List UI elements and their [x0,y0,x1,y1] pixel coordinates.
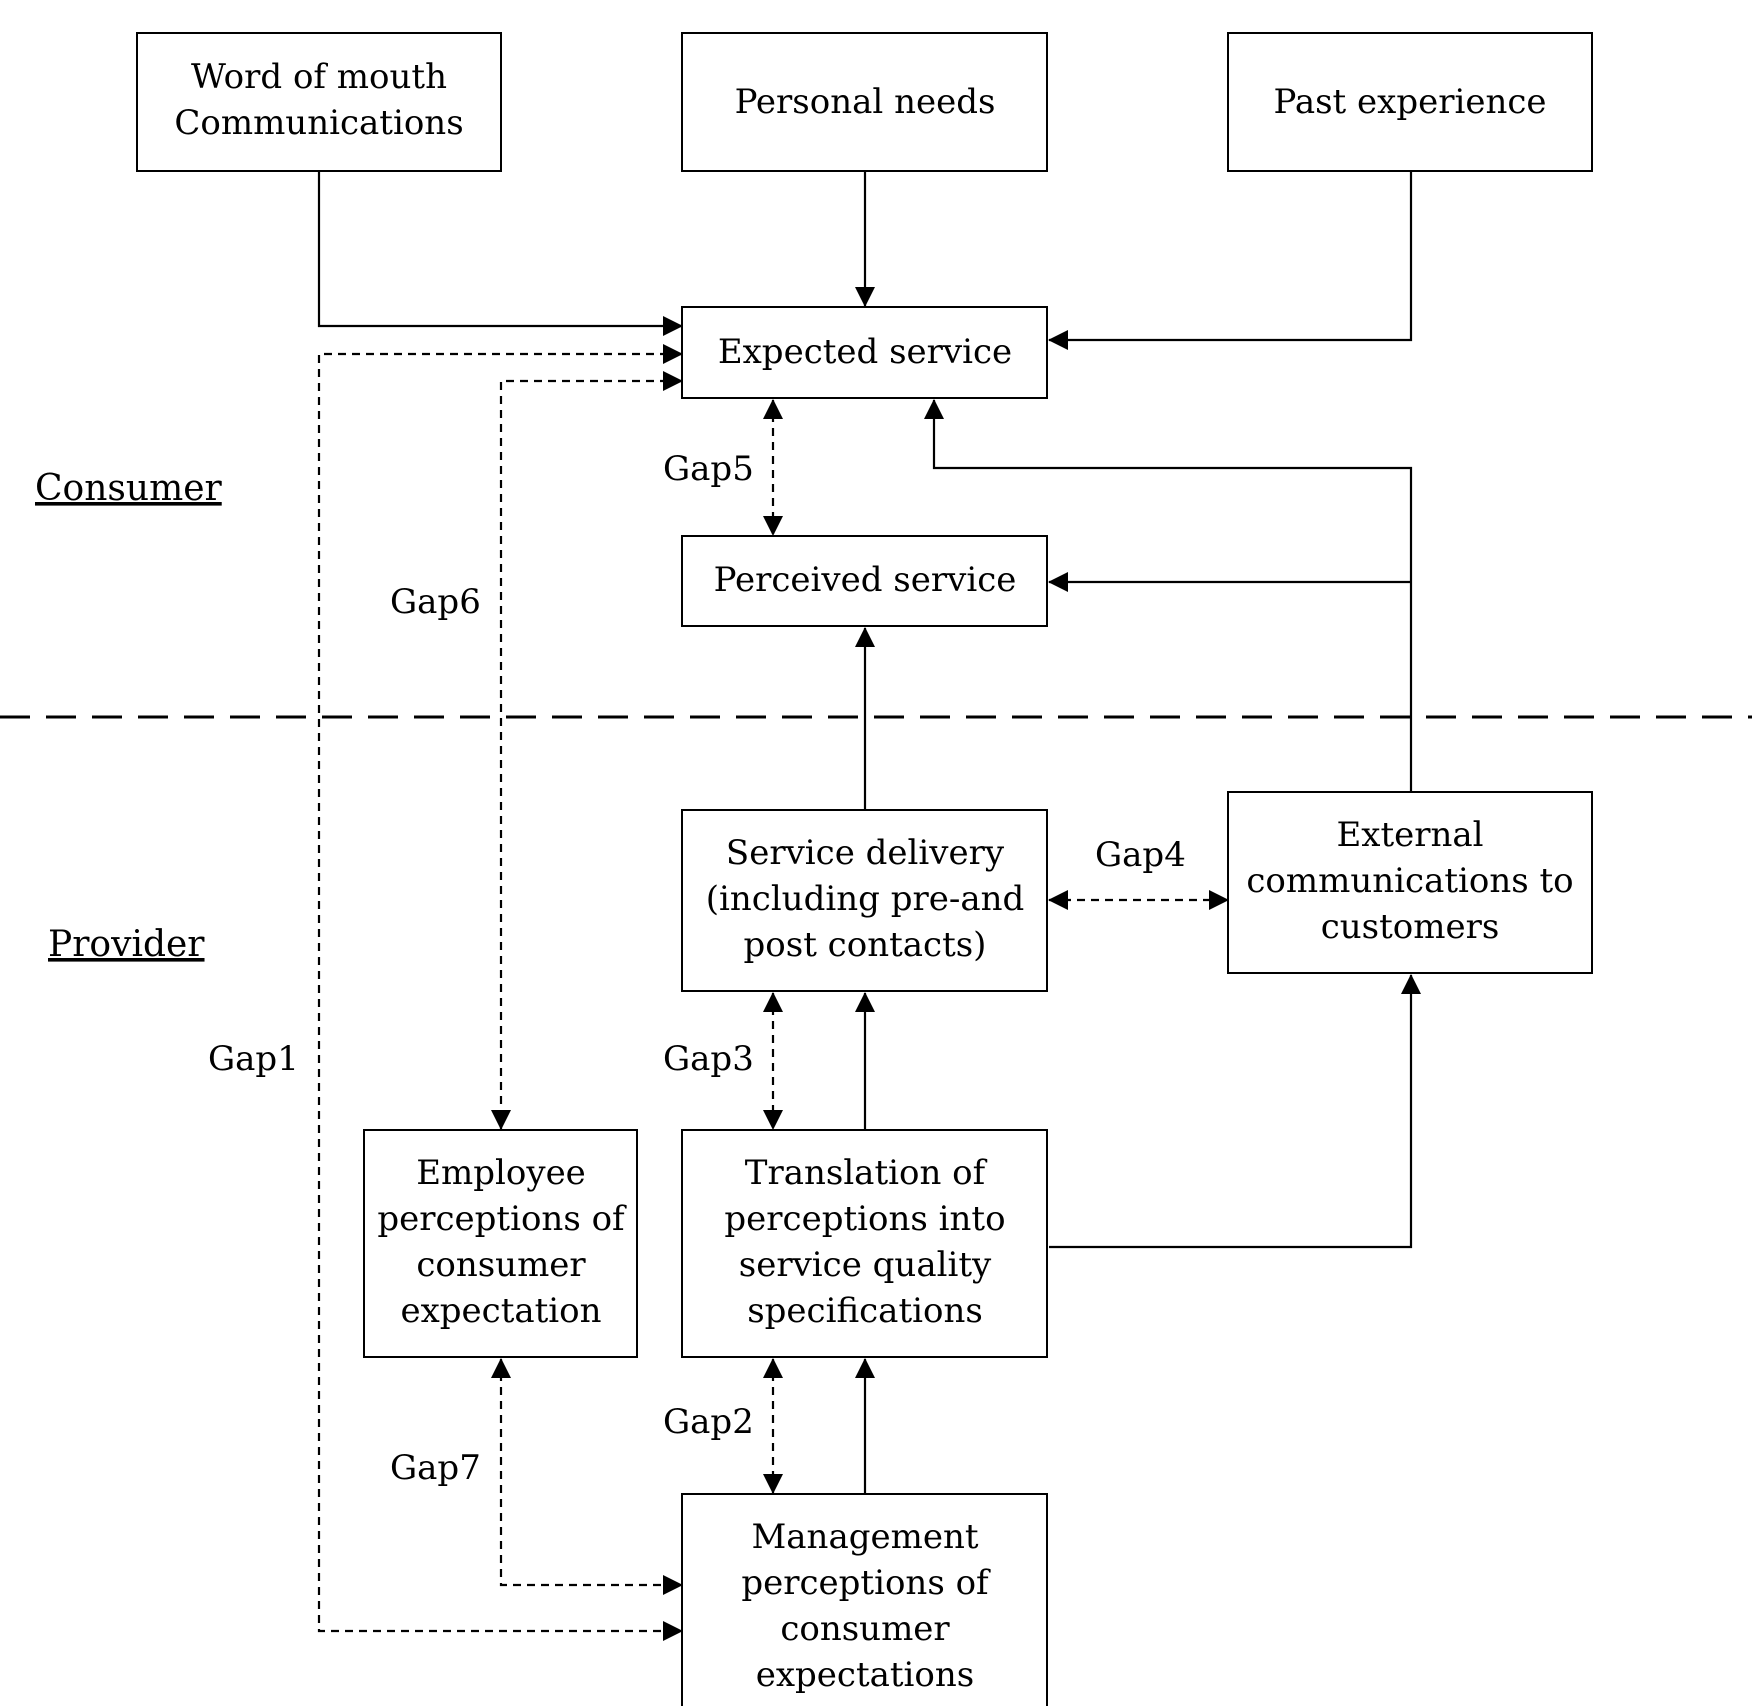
perceived-service-label: Perceived service [714,560,1017,600]
translation-line-3: service quality [739,1245,992,1285]
service-delivery-line-1: Service delivery [726,833,1005,873]
service-delivery-line-2: (including pre-and [706,879,1025,919]
box-expected-service: Expected service [681,306,1048,399]
employee-perceptions-line-2: perceptions of [377,1199,627,1239]
management-perceptions-line-1: Management [751,1517,978,1557]
employee-perceptions-line-4: expectation [400,1291,601,1331]
word-of-mouth-line-1: Word of mouth [191,57,447,97]
gap5-label: Gap5 [663,449,754,489]
solid-connectors [317,172,1421,1494]
box-translation: Translation of perceptions into service … [681,1129,1048,1358]
word-of-mouth-line-2: Communications [174,103,463,143]
past-experience-label: Past experience [1273,82,1546,122]
gap6-label: Gap6 [390,582,481,622]
box-service-delivery: Service delivery (including pre-and post… [681,809,1048,992]
box-perceived-service: Perceived service [681,535,1048,627]
gap3-label: Gap3 [663,1039,754,1079]
gap7-connector [491,1358,683,1595]
service-delivery-line-3: post contacts) [744,925,987,965]
external-communications-line-1: External [1336,815,1483,855]
dashed-gap-connectors [317,344,1229,1641]
employee-perceptions-line-3: consumer [416,1245,586,1285]
gap4-label: Gap4 [1095,835,1186,875]
arrow-word-of-mouth-to-expected [317,172,683,336]
management-perceptions-line-2: perceptions of [741,1563,991,1603]
employee-perceptions-line-1: Employee [416,1153,586,1193]
box-personal-needs: Personal needs [681,32,1048,172]
consumer-label: Consumer [35,468,223,509]
gap1-label: Gap1 [208,1039,299,1079]
box-management-perceptions: Management perceptions of consumer expec… [681,1493,1048,1706]
gap7-label: Gap7 [390,1448,481,1488]
box-external-communications: External communications to customers [1227,791,1593,974]
expected-service-label: Expected service [718,332,1012,372]
arrow-translation-to-external [1049,974,1421,1249]
external-communications-line-2: communications to [1246,861,1573,901]
box-past-experience: Past experience [1227,32,1593,172]
translation-line-4: specifications [747,1291,983,1331]
arrow-past-experience-to-expected [1048,172,1413,350]
external-communications-line-3: customers [1321,907,1500,947]
management-perceptions-line-4: expectations [756,1655,975,1695]
personal-needs-label: Personal needs [735,82,996,122]
box-word-of-mouth: Word of mouth Communications [136,32,502,172]
management-perceptions-line-3: consumer [780,1609,950,1649]
translation-line-2: perceptions into [724,1199,1005,1239]
box-employee-perceptions: Employee perceptions of consumer expecta… [363,1129,638,1358]
provider-label: Provider [48,924,205,965]
arrow-external-to-expected [924,399,1413,792]
gap2-label: Gap2 [663,1402,754,1442]
gap6-connector [491,371,683,1130]
gap1-connector [317,344,683,1641]
translation-line-1: Translation of [745,1153,988,1193]
